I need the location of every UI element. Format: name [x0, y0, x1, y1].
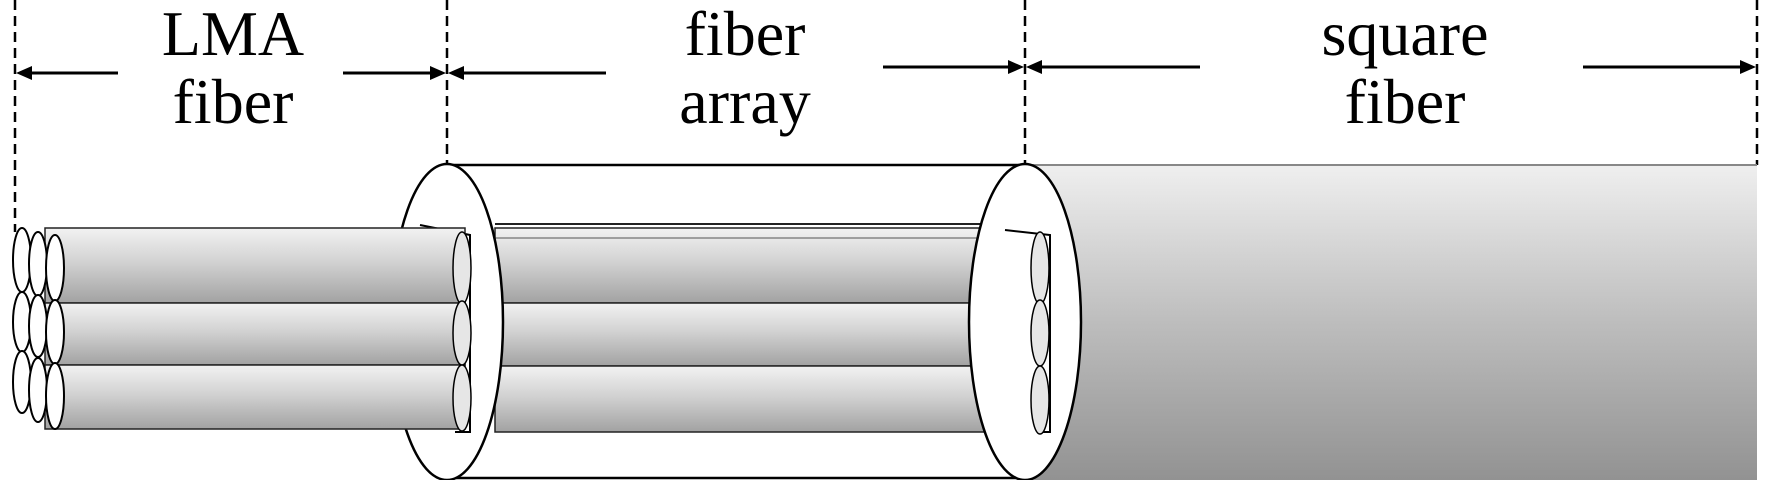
- lma-arrowhead-right: [430, 66, 446, 80]
- array-fibers: [494, 223, 1046, 433]
- array-fiber-2: [494, 302, 1046, 367]
- lma-face-2: [28, 231, 48, 297]
- square-arrowhead-right: [1740, 60, 1756, 74]
- label-fiber-array: fiber array: [640, 0, 850, 136]
- lma-face-5: [28, 294, 48, 358]
- label-square-line1: square: [1321, 0, 1489, 69]
- array-fiber-end-1: [1030, 231, 1050, 305]
- array-arrowhead-right: [1008, 60, 1024, 74]
- lma-fiber-left-faces: [12, 227, 65, 430]
- lma-face-9: [45, 362, 65, 430]
- label-array-line2: array: [679, 66, 811, 137]
- array-fiber-1: [494, 227, 1046, 304]
- label-lma-fiber: LMA fiber: [133, 0, 333, 136]
- label-lma-line2: fiber: [172, 66, 294, 137]
- label-array-line1: fiber: [684, 0, 806, 69]
- array-fiber-end-3: [1030, 365, 1050, 435]
- label-square-line2: fiber: [1344, 66, 1466, 137]
- array-fiber-ends-right: [1004, 229, 1051, 433]
- lma-fiber-2: [44, 302, 466, 366]
- boundary-lines: [13, 0, 1759, 232]
- sleeve-right-ellipse: [967, 162, 1083, 480]
- lma-fiber-end-r1: [452, 231, 472, 305]
- lma-face-3: [45, 234, 65, 302]
- sleeve-right-end: [967, 162, 1083, 480]
- lma-fiber-3: [44, 364, 466, 430]
- lma-arrowhead-left: [16, 66, 32, 80]
- lma-fiber-bundle: [44, 227, 472, 432]
- label-lma-line1: LMA: [161, 0, 305, 69]
- array-fiber-3: [494, 365, 1046, 433]
- square-arrowhead-left: [1026, 60, 1042, 74]
- lma-face-6: [45, 299, 65, 365]
- lma-face-8: [28, 357, 48, 423]
- lma-fiber-1: [44, 227, 466, 304]
- lma-fiber-end-r2: [452, 300, 472, 366]
- array-fiber-end-2: [1030, 299, 1050, 367]
- lma-fiber-end-r3: [452, 364, 472, 432]
- square-fiber-body: [1025, 165, 1757, 480]
- array-arrowhead-left: [448, 66, 464, 80]
- dimension-arrows: [16, 60, 1756, 80]
- label-square-fiber: square fiber: [1285, 0, 1525, 136]
